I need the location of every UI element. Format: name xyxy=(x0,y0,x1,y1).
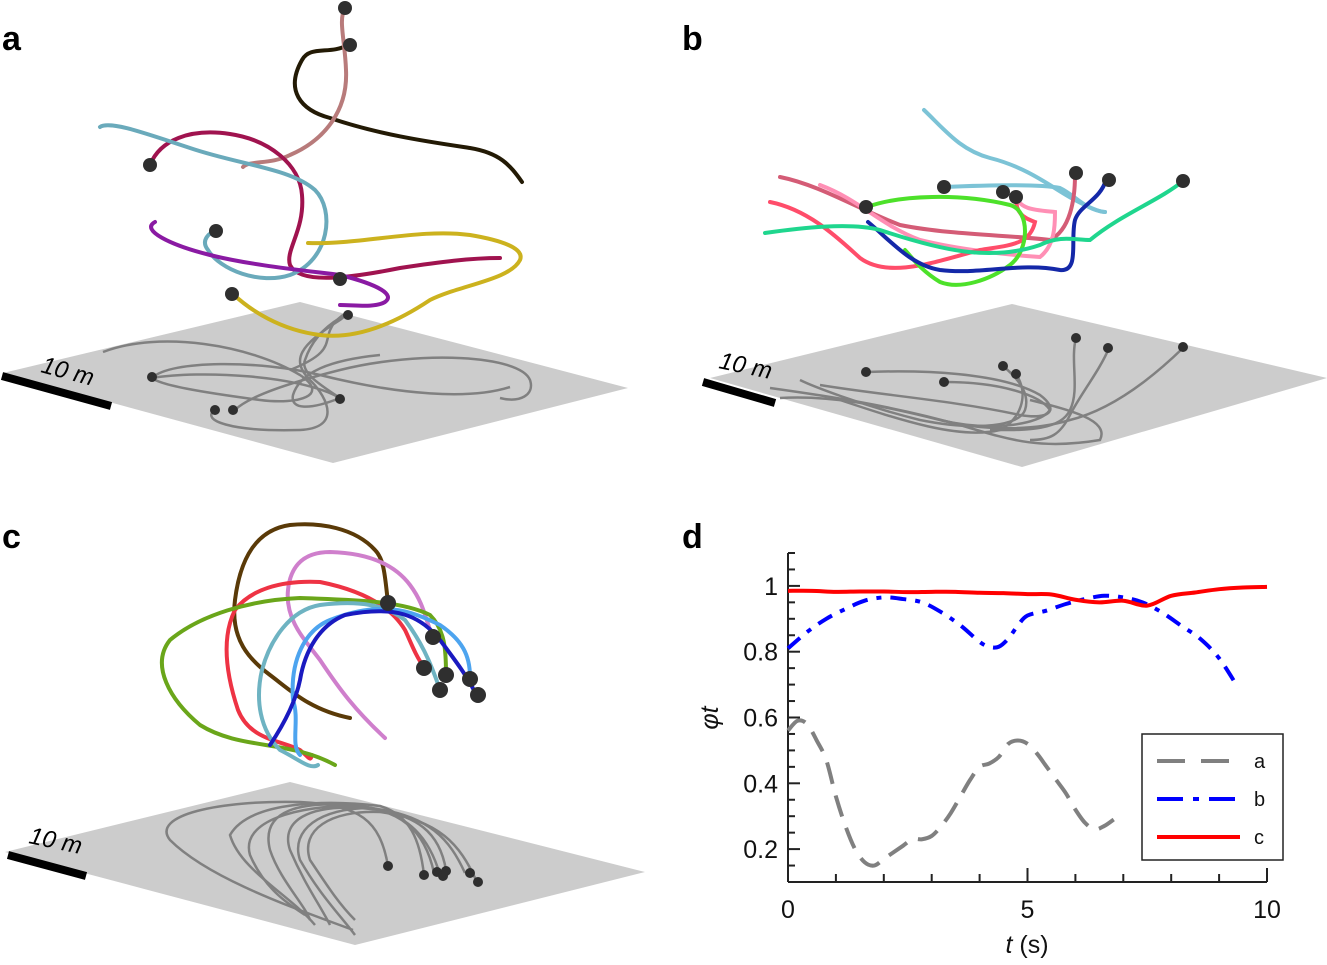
ground-shadows-a xyxy=(102,313,533,432)
start-markers-b xyxy=(859,166,1190,214)
legend-label-b: b xyxy=(1254,789,1265,811)
panel-c-3d-trajectories: 10 m xyxy=(5,522,645,945)
panel-label-a: a xyxy=(2,20,21,58)
panel-label-c: c xyxy=(2,518,21,556)
x-tick-label: 10 xyxy=(1253,896,1281,924)
start-markers-a xyxy=(143,1,357,301)
trajectories-c xyxy=(159,522,478,769)
ground-markers-c xyxy=(383,861,483,887)
x-tick-label: 5 xyxy=(1021,896,1035,924)
scale-bar-b: 10 m xyxy=(701,347,777,407)
panel-label-b: b xyxy=(682,20,703,58)
y-tick-label: 0.8 xyxy=(743,639,778,667)
y-tick-label: 1 xyxy=(764,573,778,601)
y-tick-label: 0.2 xyxy=(743,836,778,864)
x-axis-label: t (s) xyxy=(1005,931,1048,959)
ground-plane-a xyxy=(3,302,628,463)
ground-shadows-b xyxy=(769,337,1184,446)
x-tick-label: 0 xyxy=(781,896,795,924)
y-tick-label: 0.6 xyxy=(743,705,778,733)
panel-label-d: d xyxy=(682,518,703,556)
panel-a-3d-trajectories: 10 m xyxy=(0,1,628,463)
chart-series xyxy=(786,584,1268,868)
chart-axes xyxy=(787,552,1268,883)
panel-b-3d-trajectories: 10 m xyxy=(701,108,1327,467)
start-markers-c xyxy=(380,595,486,703)
y-axis-label: φt xyxy=(696,705,724,729)
trajectories-a xyxy=(98,6,524,338)
legend-label-a: a xyxy=(1254,751,1266,773)
y-tick-label: 0.4 xyxy=(743,770,778,798)
ground-markers-a xyxy=(147,310,353,415)
legend-label-c: c xyxy=(1254,827,1264,849)
trajectories-b xyxy=(763,108,1185,287)
ground-shadows-c xyxy=(165,800,478,936)
chart-legend: abc xyxy=(1141,733,1284,861)
series-line-c xyxy=(787,584,1268,608)
series-line-b xyxy=(786,593,1240,689)
ground-plane-c xyxy=(5,782,645,945)
series-line-a xyxy=(786,718,1115,868)
ground-markers-b xyxy=(861,333,1188,387)
